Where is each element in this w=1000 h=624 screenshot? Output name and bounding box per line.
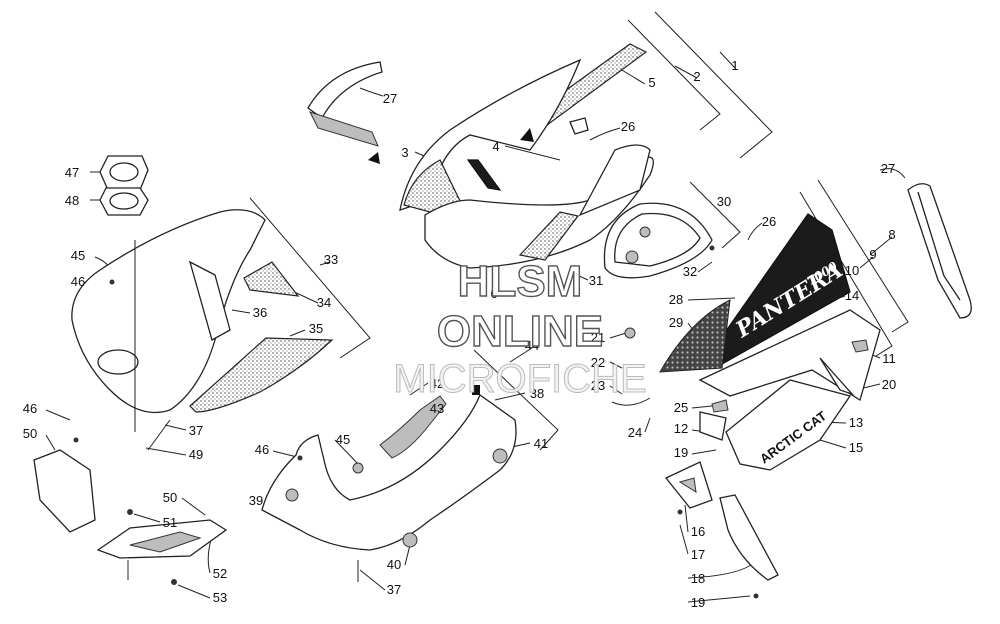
hood-upper [399, 58, 654, 269]
callout-c33: 33 [324, 252, 338, 267]
callout-c23: 23 [591, 378, 605, 393]
watermark-line-1: HLSM [458, 257, 583, 306]
callout-c34: 34 [317, 295, 331, 310]
callout-c53: 53 [213, 590, 227, 605]
callout-c32: 32 [683, 264, 697, 279]
callout-c43: 43 [430, 401, 444, 416]
callout-c35: 35 [309, 321, 323, 336]
callout-c50a: 50 [23, 426, 37, 441]
front-nose: ARCTIC CAT [611, 309, 881, 471]
callout-c20: 20 [882, 377, 896, 392]
callout-c2: 2 [693, 69, 700, 84]
callout-c52: 52 [213, 566, 227, 581]
callout-c45b: 45 [336, 432, 350, 447]
callout-c24: 24 [628, 425, 642, 440]
lower-right-pieces [664, 461, 779, 599]
callout-c51: 51 [163, 515, 177, 530]
callout-c26a: 26 [621, 119, 635, 134]
callout-c19b: 19 [691, 595, 705, 610]
callout-c8: 8 [888, 227, 895, 242]
callout-c48: 48 [65, 193, 79, 208]
headlight-housing [603, 202, 715, 279]
callout-c17: 17 [691, 547, 705, 562]
belly-pan-left [71, 209, 334, 432]
callout-c15: 15 [849, 440, 863, 455]
callout-c27a: 27 [383, 91, 397, 106]
callout-c12: 12 [674, 421, 688, 436]
watermark: HLSM ONLINE MICROFICHE [393, 256, 647, 401]
callout-c25: 25 [674, 400, 688, 415]
callout-c38: 38 [530, 386, 544, 401]
callout-c9: 9 [869, 247, 876, 262]
callout-c28: 28 [669, 292, 683, 307]
callout-c6: 6 [490, 286, 497, 301]
group-brackets [147, 11, 909, 451]
callout-c46b: 46 [23, 401, 37, 416]
side-panel-left [33, 437, 96, 533]
callout-c29: 29 [669, 315, 683, 330]
lower-bracket [96, 509, 228, 585]
windshield-trim-right [907, 183, 972, 319]
callout-c14: 14 [845, 288, 859, 303]
callout-c46a: 46 [71, 274, 85, 289]
callout-c16: 16 [691, 524, 705, 539]
callout-c3: 3 [401, 145, 408, 160]
callout-c40: 40 [387, 557, 401, 572]
callout-c13: 13 [849, 415, 863, 430]
callout-c10: 10 [845, 263, 859, 278]
callout-c50b: 50 [163, 490, 177, 505]
windshield-trim-left [307, 61, 383, 164]
callout-c27b: 27 [881, 161, 895, 176]
callout-c11: 11 [882, 351, 896, 366]
callout-c37b: 37 [387, 582, 401, 597]
watermark-line-3: MICROFICHE [393, 357, 646, 401]
callout-c42: 42 [430, 376, 444, 391]
callout-c47: 47 [65, 165, 79, 180]
callout-c46c: 46 [255, 442, 269, 457]
watermark-line-2: ONLINE [437, 307, 603, 356]
callout-c39: 39 [249, 493, 263, 508]
callout-c45a: 45 [71, 248, 85, 263]
callout-c49: 49 [189, 447, 203, 462]
callout-c21: 21 [591, 330, 605, 345]
gaskets [99, 155, 149, 216]
callout-c5: 5 [648, 75, 655, 90]
callout-c30: 30 [717, 194, 731, 209]
callout-c4: 4 [492, 139, 499, 154]
callout-c1: 1 [731, 58, 738, 73]
callout-c22: 22 [591, 355, 605, 370]
belly-pan-center [261, 385, 517, 582]
callout-c37a: 37 [189, 423, 203, 438]
callout-c31: 31 [589, 273, 603, 288]
callout-c19a: 19 [674, 445, 688, 460]
callout-c36: 36 [253, 305, 267, 320]
callout-c18: 18 [691, 571, 705, 586]
callout-c44: 44 [525, 338, 539, 353]
callout-c26b: 26 [762, 214, 776, 229]
callout-c41: 41 [534, 436, 548, 451]
